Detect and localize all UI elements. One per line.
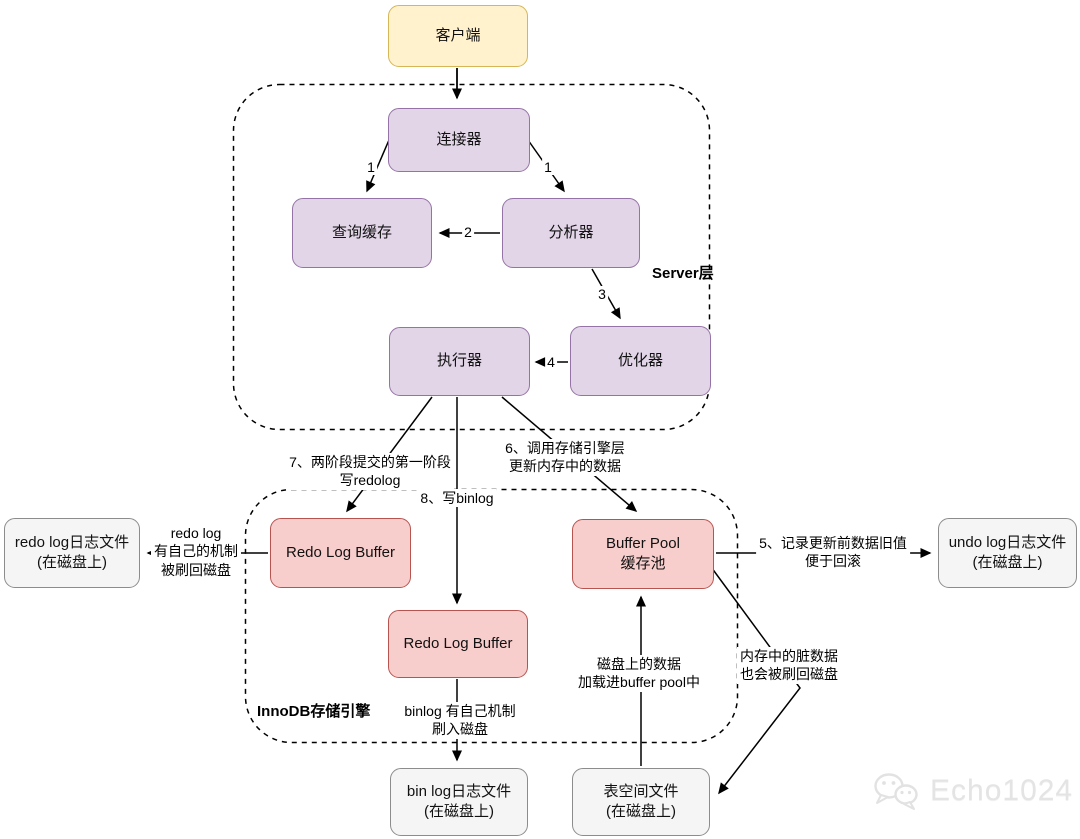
redo-log-file-label-line2: (在磁盘上)	[37, 554, 107, 571]
tablespace-file-label-line1: 表空间文件	[603, 782, 679, 800]
edge-number-2: 2	[462, 224, 474, 240]
redo-flush-line2: 有自己的机制	[154, 543, 238, 560]
redo-log-file-node: redo log日志文件 (在磁盘上)	[4, 518, 140, 588]
optimizer-node: 优化器	[570, 326, 711, 396]
redo-log-buffer-center-node: Redo Log Buffer	[388, 610, 528, 678]
executor-label: 执行器	[436, 352, 482, 370]
client-node: 客户端	[388, 5, 528, 67]
edge-number-1-right: 1	[542, 159, 554, 175]
optimizer-label: 优化器	[617, 351, 663, 369]
step6-line2: 更新内存中的数据	[508, 458, 621, 475]
tablespace-file-node: 表空间文件 (在磁盘上)	[572, 768, 710, 836]
step5-line1: 5、记录更新前数据旧值	[759, 535, 907, 551]
bin-log-file-label-line2: (在磁盘上)	[424, 803, 494, 820]
connector-node: 连接器	[388, 108, 530, 172]
redo-flush-line3: 被刷回磁盘	[161, 561, 231, 578]
undo-log-file-label-line1: undo log日志文件	[948, 533, 1067, 551]
bin-log-file-node: bin log日志文件 (在磁盘上)	[390, 768, 528, 836]
dirty-flush-line2: 也会被刷回磁盘	[740, 666, 838, 683]
step5-label: 5、记录更新前数据旧值 便于回滚	[756, 534, 910, 571]
server-layer-container	[232, 83, 711, 431]
undo-log-file-node: undo log日志文件 (在磁盘上)	[938, 518, 1077, 588]
query-cache-node: 查询缓存	[292, 198, 432, 268]
edge-number-1-left: 1	[365, 159, 377, 175]
redo-flush-line1: redo log	[170, 525, 222, 541]
executor-node: 执行器	[389, 327, 530, 396]
wechat-icon	[874, 773, 918, 810]
connector-label: 连接器	[436, 130, 482, 148]
analyzer-label: 分析器	[548, 223, 594, 241]
step8-label: 8、写binlog	[417, 489, 497, 508]
step6-line1: 6、调用存储引擎层	[505, 440, 625, 456]
redo-log-buffer-center-label: Redo Log Buffer	[403, 634, 513, 652]
edge-number-3: 3	[596, 286, 608, 302]
disk-load-line1: 磁盘上的数据	[597, 656, 681, 672]
disk-load-label: 磁盘上的数据 加载进buffer pool中	[575, 655, 703, 692]
edge-number-4: 4	[545, 354, 557, 370]
buffer-pool-label-line2: 缓存池	[620, 555, 666, 572]
step5-line2: 便于回滚	[804, 553, 861, 570]
bin-log-file-label-line1: bin log日志文件	[406, 782, 512, 800]
tablespace-file-label-line2: (在磁盘上)	[606, 803, 676, 820]
watermark: Echo1024	[872, 770, 1073, 812]
arrow-bufferpool-tablespace-dirty	[702, 555, 801, 795]
buffer-pool-label-line1: Buffer Pool	[606, 534, 680, 552]
dirty-flush-line1: 内存中的脏数据	[740, 648, 838, 664]
server-layer-title: Server层	[652, 265, 714, 282]
step6-label: 6、调用存储引擎层 更新内存中的数据	[502, 439, 628, 476]
arrow-connector-querycache	[366, 139, 390, 193]
client-label: 客户端	[435, 26, 481, 44]
innodb-title: InnoDB存储引擎	[257, 703, 371, 720]
redo-log-buffer-label: Redo Log Buffer	[286, 543, 395, 561]
analyzer-node: 分析器	[502, 198, 640, 268]
disk-load-line2: 加载进buffer pool中	[578, 674, 700, 691]
step7-label: 7、两阶段提交的第一阶段 写redolog	[286, 453, 454, 490]
buffer-pool-node: Buffer Pool 缓存池	[572, 519, 714, 589]
watermark-text: Echo1024	[930, 774, 1074, 807]
binlog-flush-line2: 刷入磁盘	[431, 721, 488, 738]
redo-log-buffer-node: Redo Log Buffer	[270, 518, 411, 588]
redo-log-file-label-line1: redo log日志文件	[14, 533, 130, 551]
binlog-flush-label: binlog 有自己机制 刷入磁盘	[401, 702, 519, 739]
dirty-flush-label: 内存中的脏数据 也会被刷回磁盘	[737, 647, 841, 684]
query-cache-label: 查询缓存	[331, 223, 392, 241]
step7-line2: 写redolog	[339, 472, 401, 489]
redo-flush-label: redo log 有自己的机制 被刷回磁盘	[151, 524, 241, 580]
undo-log-file-label-line2: (在磁盘上)	[972, 554, 1043, 571]
binlog-flush-line1: binlog 有自己机制	[404, 703, 516, 719]
step7-line1: 7、两阶段提交的第一阶段	[289, 454, 451, 470]
